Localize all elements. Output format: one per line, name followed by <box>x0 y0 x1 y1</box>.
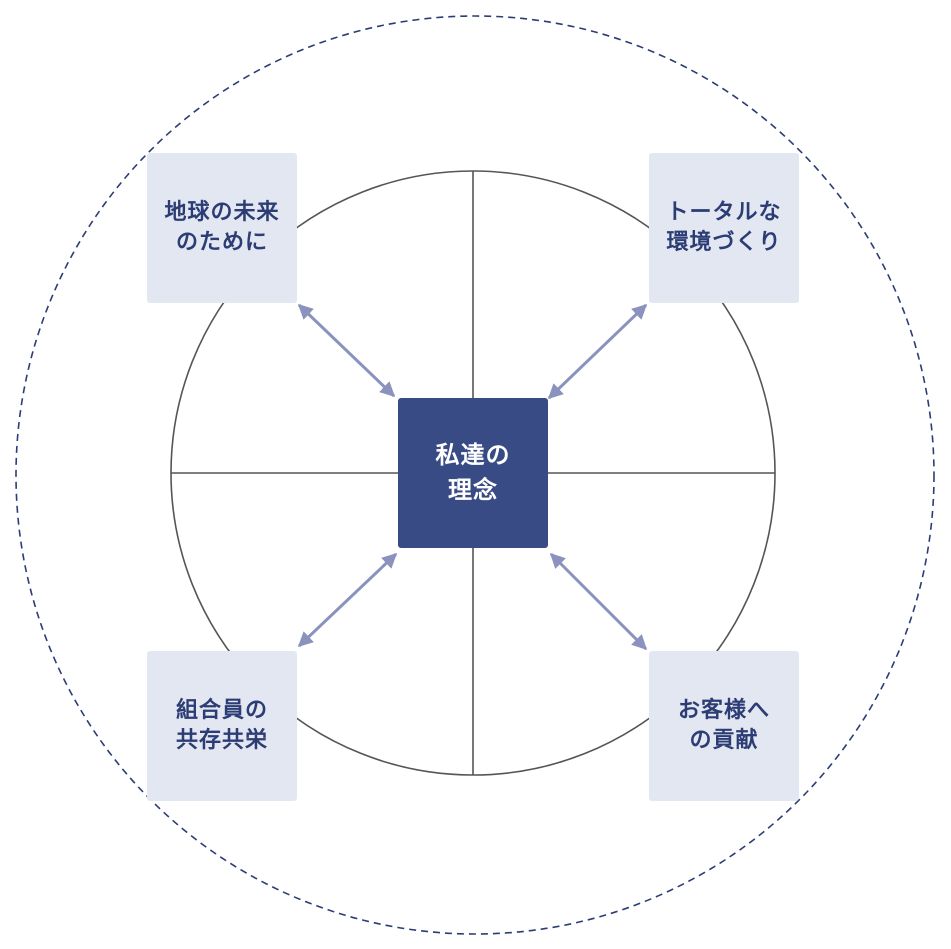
center-label-line2: 理念 <box>448 476 498 504</box>
arrow-top-left <box>297 303 396 398</box>
arrow-bottom-right <box>549 552 648 651</box>
arrow-top-right <box>547 303 648 400</box>
node-label-line1: 地球の未来 <box>164 199 280 225</box>
center-philosophy: 私達の 理念 <box>398 398 548 548</box>
node-label-line1: トータルな <box>666 199 782 225</box>
node-label-line2: 環境づくり <box>666 230 782 255</box>
node-member-coprosperity: 組合員の 共存共栄 <box>147 651 297 801</box>
arrow-bottom-left <box>297 552 398 648</box>
node-label-line1: 組合員の <box>175 697 268 723</box>
node-label-line2: のために <box>175 230 268 255</box>
node-future-of-earth: 地球の未来 のために <box>147 153 297 303</box>
node-customer-contribution: お客様へ の貢献 <box>649 651 799 801</box>
outer-dashed-circle <box>15 15 935 935</box>
node-label-line2: 共存共栄 <box>175 728 268 753</box>
node-label-line2: の貢献 <box>689 728 759 753</box>
node-label-line1: お客様へ <box>677 697 770 723</box>
node-total-environment: トータルな 環境づくり <box>649 153 799 303</box>
center-label-line1: 私達の <box>435 441 511 470</box>
